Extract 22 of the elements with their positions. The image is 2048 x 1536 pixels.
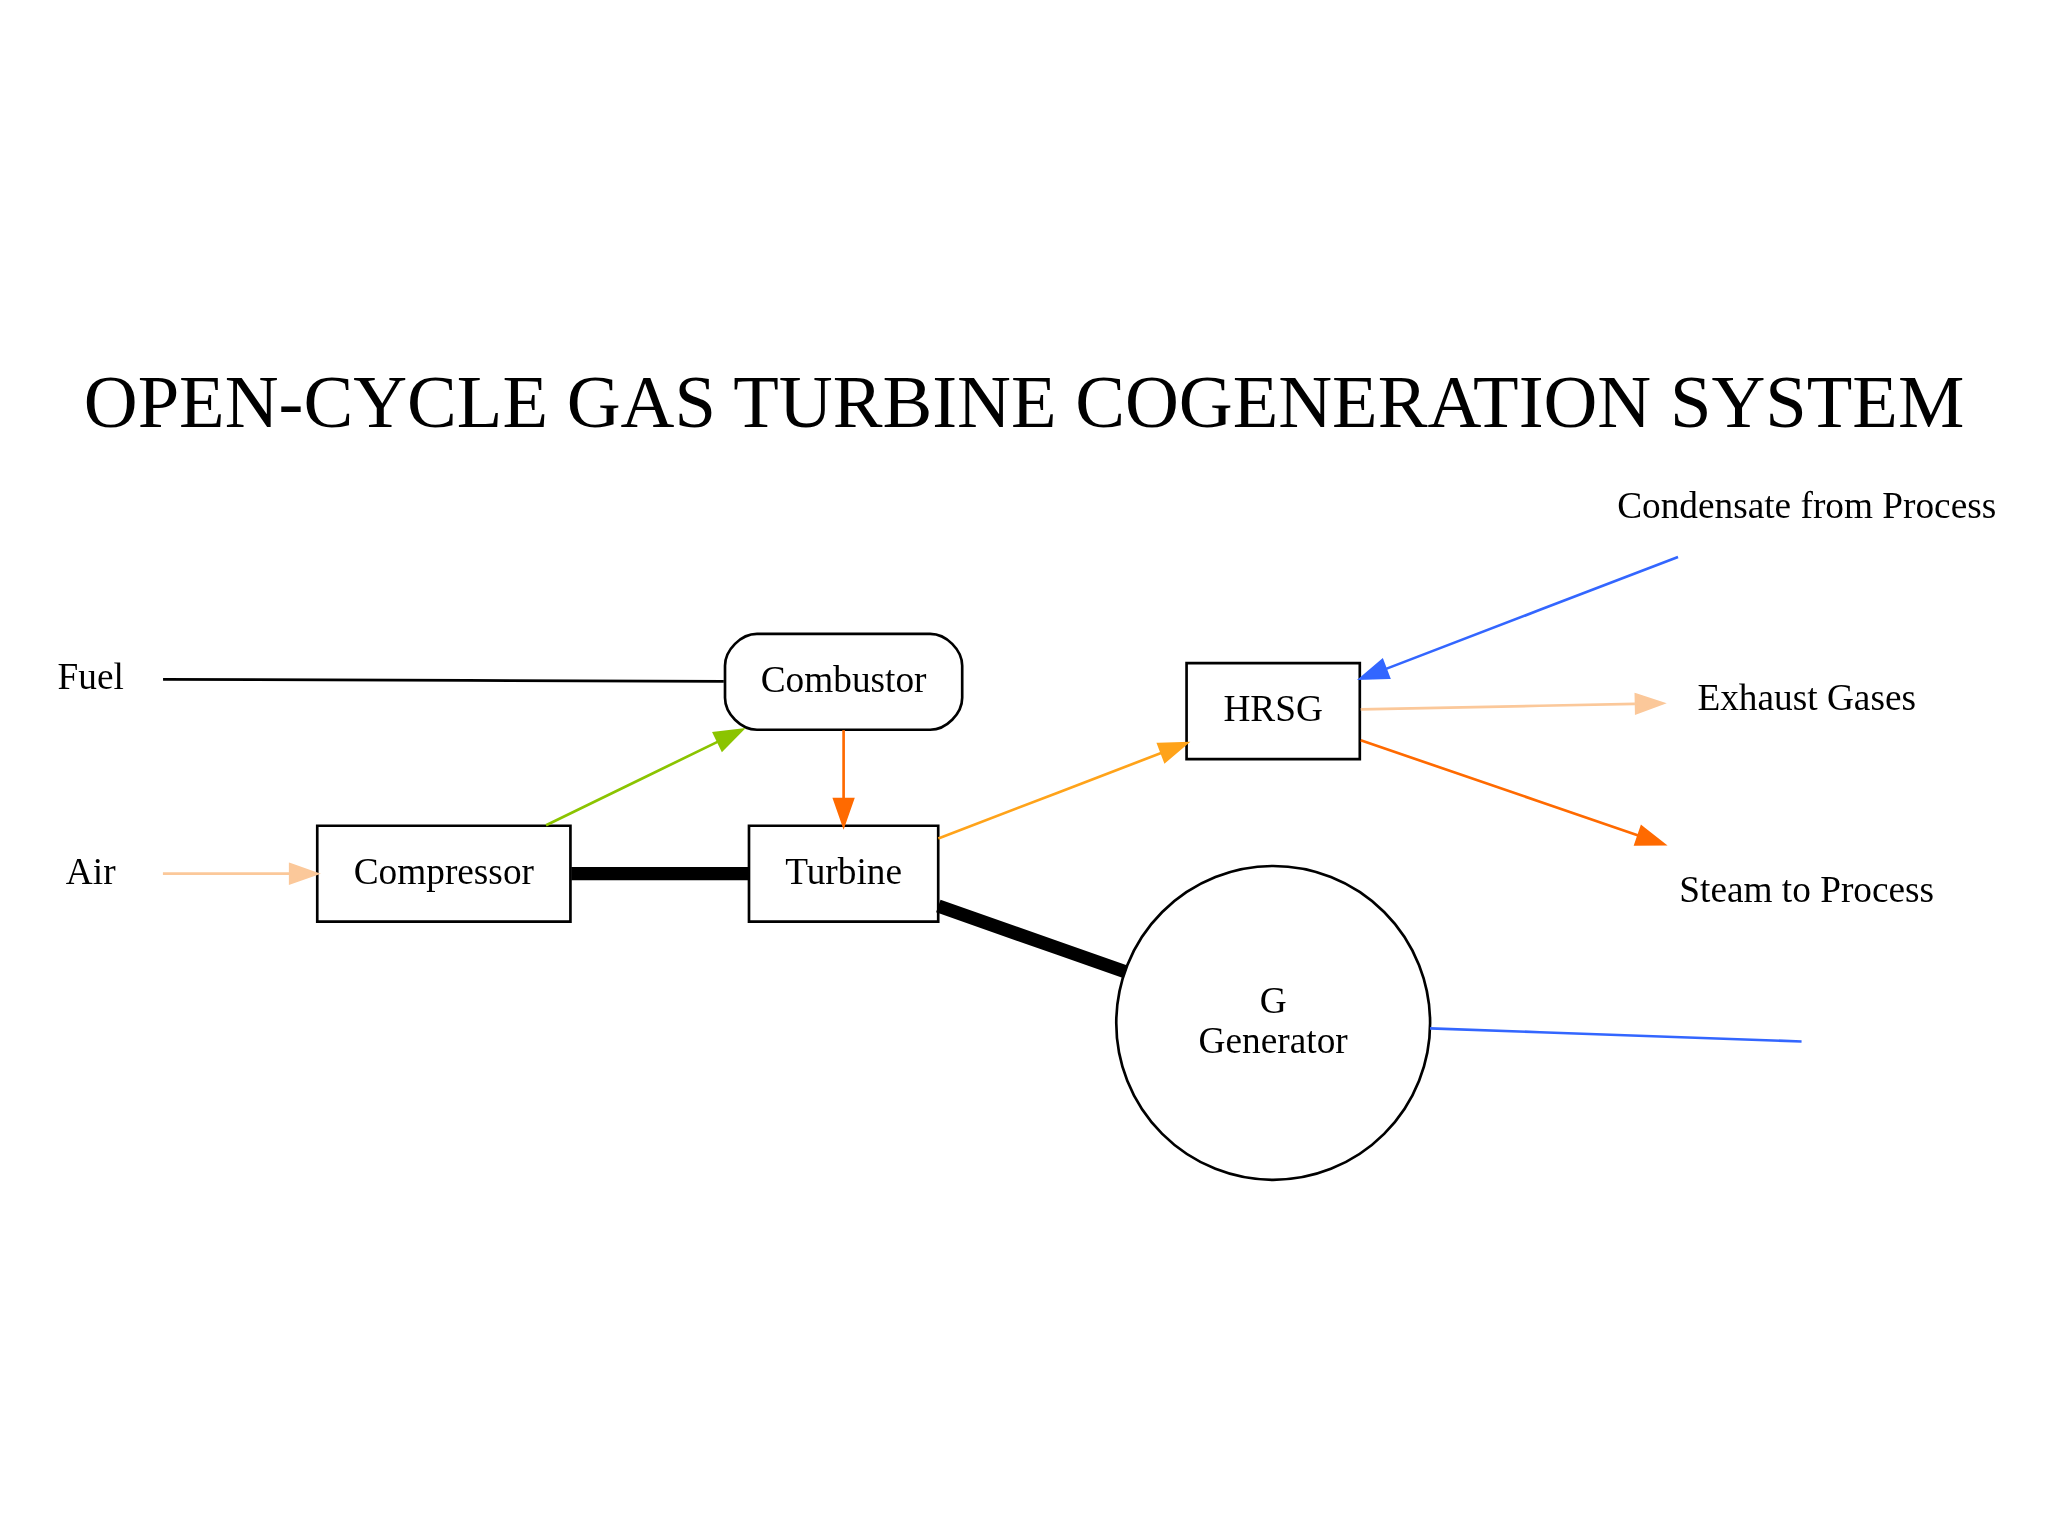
node-text: Steam to Process — [1679, 869, 1935, 911]
node-text: Air — [65, 850, 116, 892]
node-box: Turbine — [747, 824, 940, 923]
arrow — [162, 862, 321, 885]
arrow — [1360, 692, 1667, 716]
node-box: Combustor — [723, 632, 964, 732]
node-box: Compressor — [315, 824, 572, 923]
node-text: Condensate from Process — [1617, 485, 1997, 527]
arrow — [1356, 555, 1679, 680]
diagram-title: OPEN-CYCLE GAS TURBINE COGENERATION SYSTEM — [83, 361, 1965, 444]
connector — [1430, 1027, 1802, 1043]
arrow — [545, 728, 746, 827]
connector — [571, 867, 749, 881]
connector — [936, 899, 1128, 979]
arrow — [937, 741, 1191, 840]
node-box: HRSG — [1185, 661, 1362, 761]
node-text: Exhaust Gases — [1697, 677, 1916, 719]
connector — [163, 678, 724, 683]
arrow — [1360, 738, 1668, 846]
node-text: Fuel — [57, 655, 124, 697]
arrow — [832, 730, 855, 830]
node-circle: G Generator — [1114, 864, 1432, 1182]
